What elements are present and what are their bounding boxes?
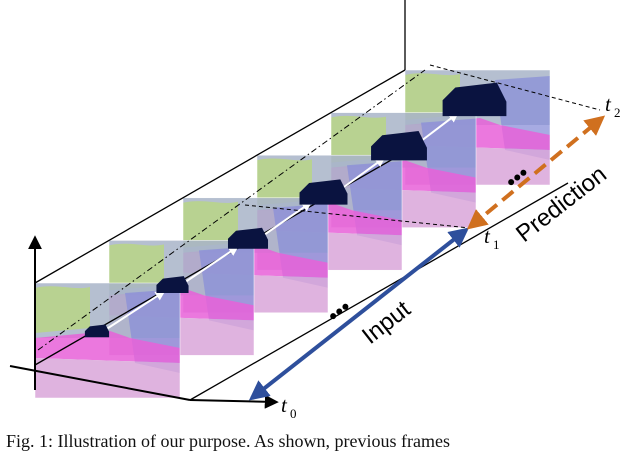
figure-caption: Fig. 1: Illustration of our purpose. As … [6,431,450,451]
prediction-arrow [466,115,606,230]
car-2 [156,276,189,294]
frame-road [35,358,180,398]
base-axis-left [9,365,191,401]
car-5 [371,131,427,161]
t2-reference-line [429,64,601,111]
car-motion-arrows [104,112,459,332]
time-axis-t0 [189,394,279,409]
frame-sidewalk [35,331,180,363]
time-label-t2: t 2 [605,92,621,120]
motion-arrow-4 [338,157,386,192]
car-1 [84,324,110,338]
input-arrow [248,227,470,401]
frame-vegetation [109,243,164,291]
frame-vegetation [35,286,90,333]
frame-vegetation [257,158,312,206]
time-label-t1: t 1 [484,224,500,252]
t1-reference-line [244,204,471,229]
input-label: Input [357,295,416,349]
car-silhouettes [84,82,507,338]
svg-text:t: t [605,92,612,116]
svg-text:0: 0 [290,406,297,421]
svg-text:1: 1 [493,237,500,252]
segmentation-frames [34,69,551,399]
svg-text:t: t [484,224,491,248]
time-label-t0: t 0 [281,393,297,421]
motion-arrow-1 [104,290,166,332]
svg-text:t: t [281,393,288,417]
svg-text:2: 2 [614,105,621,120]
car-6 [442,82,507,117]
motion-arrow-2 [182,246,239,285]
car-path-line [37,69,426,351]
car-4 [299,179,348,205]
motion-arrow-5 [416,112,459,146]
frame-vegetation [183,201,238,248]
